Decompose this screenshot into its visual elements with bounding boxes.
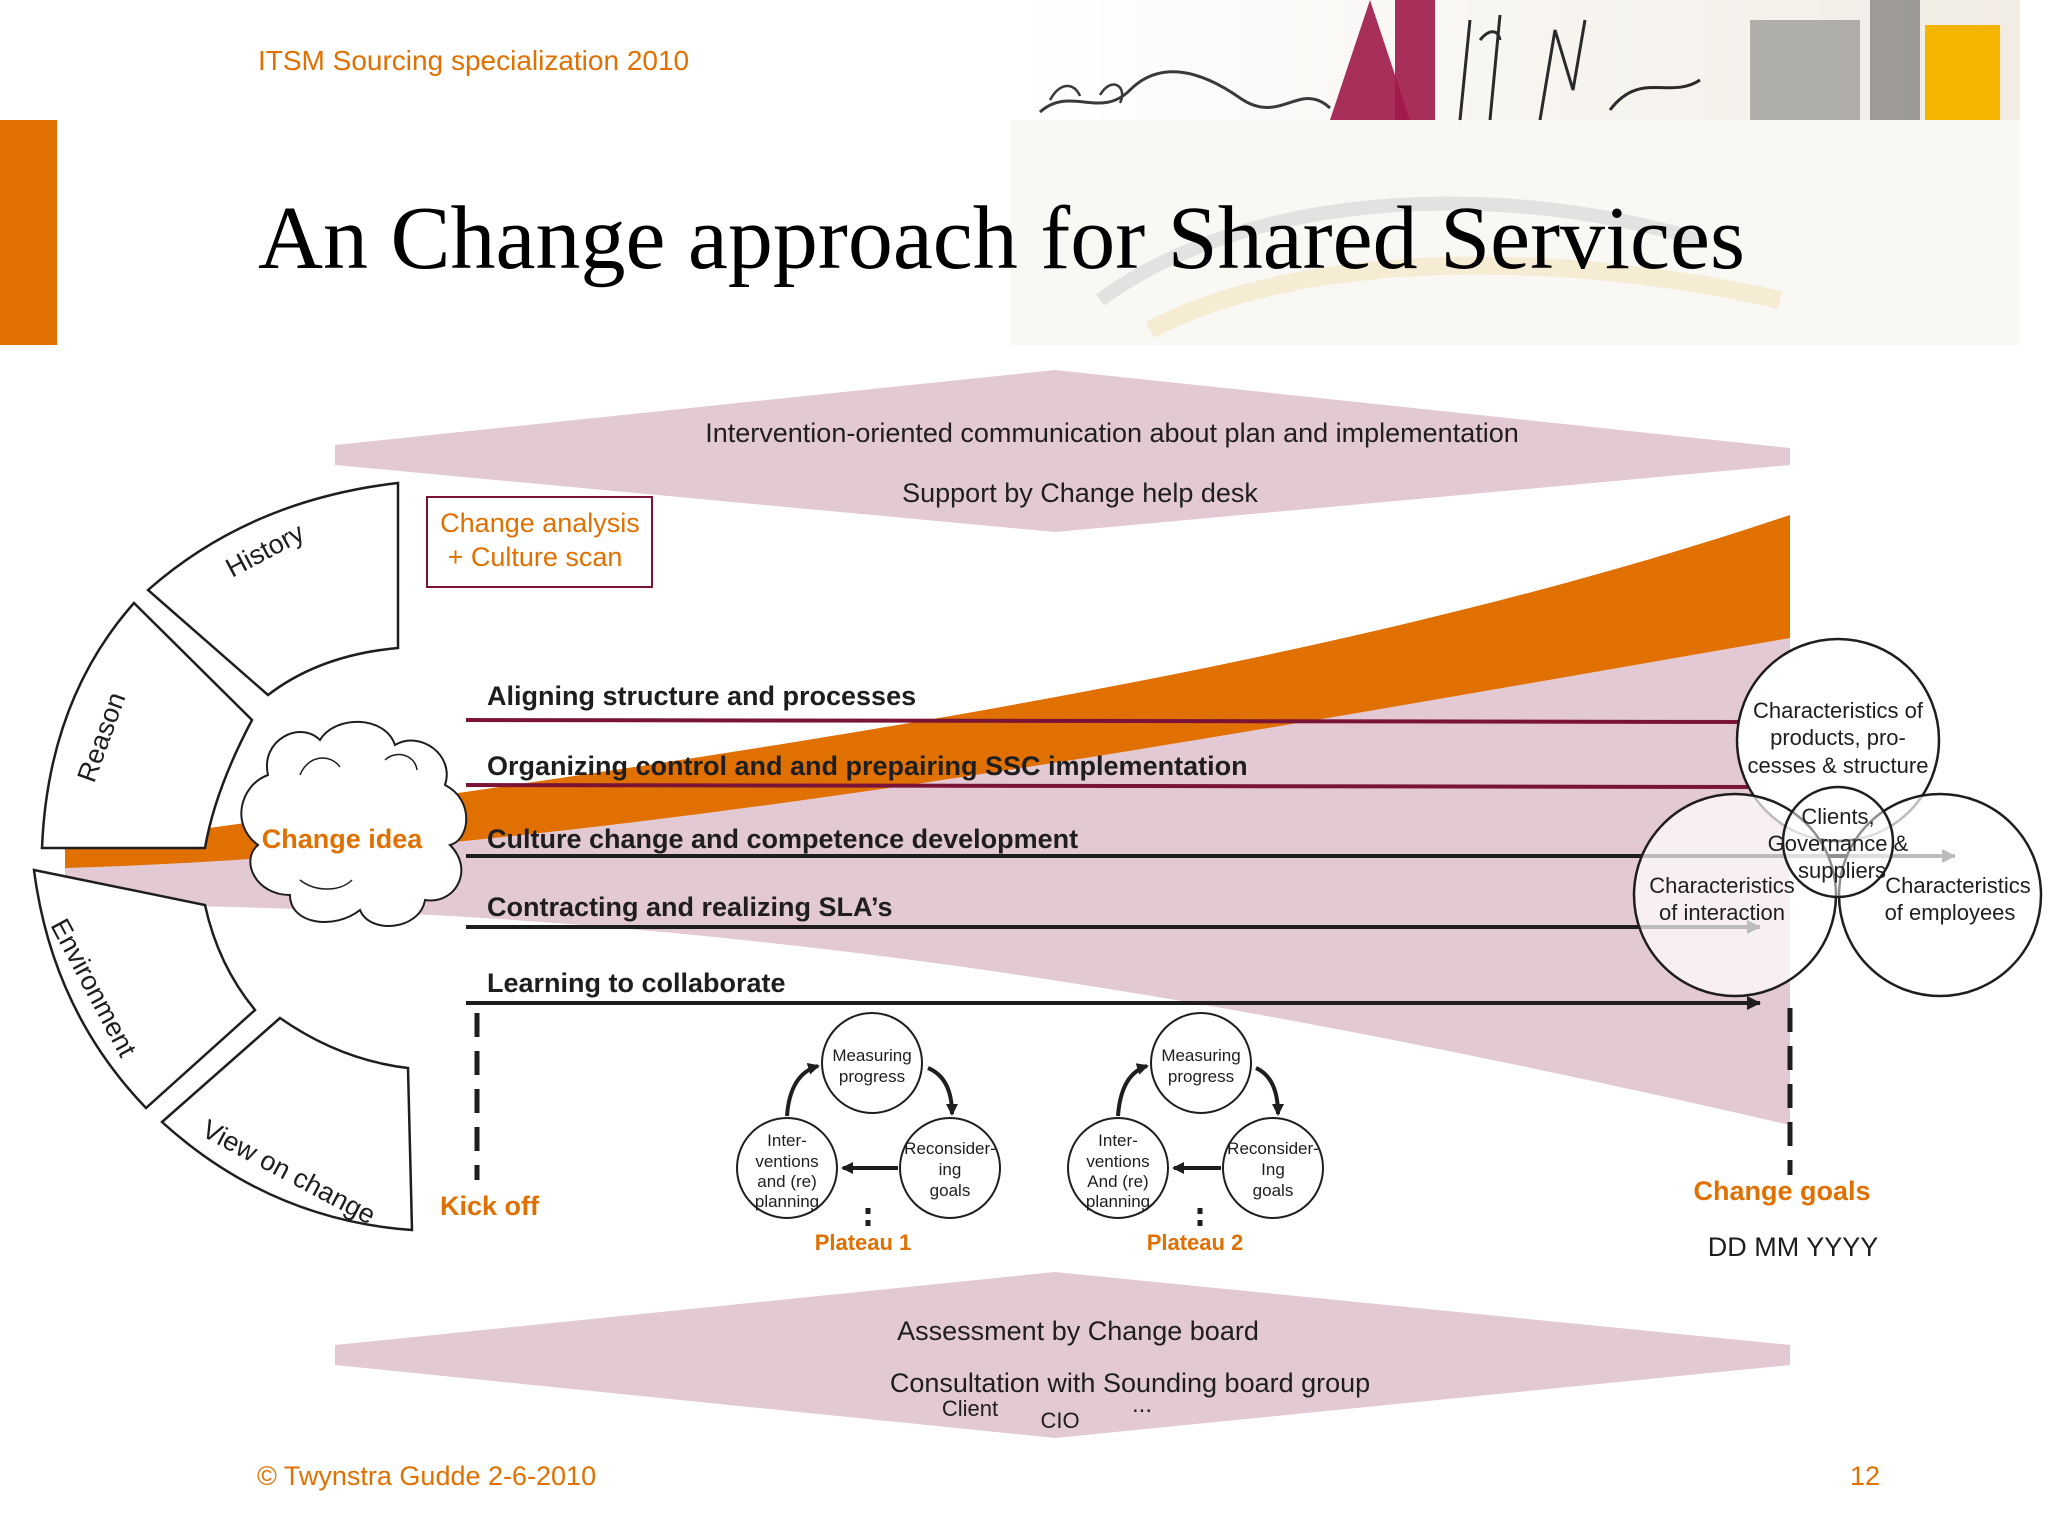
change-streams: Aligning structure and processes Organiz… (465, 681, 1956, 1010)
plateau-2-arrow-top-right (1255, 1066, 1284, 1116)
plateau-2: Measuring progress Reconsider- Ing goals… (1067, 1012, 1324, 1255)
analysis-box: Change analysis + Culture scan (426, 496, 653, 588)
funnel-shapes (65, 515, 1790, 1125)
analysis-box-frame (426, 496, 653, 588)
plateau-2-left-circle (1067, 1117, 1169, 1219)
plateau-2-right-circle (1222, 1117, 1324, 1219)
header: ITSM Sourcing specialization 2010 An Cha… (0, 0, 2020, 345)
footer: © Twynstra Gudde 2-6-2010 12 (257, 1461, 1880, 1491)
plateau-1-left-circle (736, 1117, 838, 1219)
venn-top-line1: Characteristics of (1753, 698, 1924, 723)
plateau-2-left-line4: planning (1086, 1192, 1150, 1211)
orange-wedge (65, 515, 1790, 868)
plateau-2-right-line3: goals (1253, 1181, 1294, 1200)
goals-label: Change goals (1693, 1176, 1870, 1206)
bottom-banner-line2: Consultation with Sounding board group (890, 1368, 1370, 1398)
venn-circle-center (1781, 785, 1895, 899)
sketch-banner-image (1010, 0, 2020, 345)
plateau-1: Measuring progress Reconsider- ing goals… (736, 1012, 1001, 1255)
plateau-2-top-line2: progress (1168, 1067, 1234, 1086)
plateau-1-right-line2: ing (939, 1160, 962, 1179)
venn-left-line1: Characteristics (1649, 873, 1794, 898)
plateau-1-top-circle (821, 1012, 923, 1114)
pink-wedge (65, 620, 1790, 1125)
plateau-1-label: Plateau 1 (815, 1230, 912, 1255)
page-title: An Change approach for Shared Services (258, 189, 1745, 288)
venn-center-line2: Governance & (1768, 831, 1909, 856)
plateau-1-left-line2: ventions (755, 1152, 818, 1171)
venn-center-line3: suppliers (1798, 858, 1886, 883)
footer-page-number: 12 (1850, 1461, 1880, 1491)
venn-top-line3: cesses & structure (1748, 753, 1929, 778)
plateau-2-right-line1: Reconsider- (1227, 1139, 1319, 1158)
arc-segment-view-on-change (160, 1016, 414, 1232)
stream-arrow-aligning (465, 716, 1766, 727)
plateau-2-right-line2: Ing (1261, 1160, 1285, 1179)
top-banner: Intervention-oriented communication abou… (335, 370, 1790, 532)
venn-top-line2: products, pro- (1770, 725, 1906, 750)
stream-label-learning: Learning to collaborate (487, 968, 786, 998)
top-banner-line1: Intervention-oriented communication abou… (705, 418, 1519, 448)
bottom-banner-cio: CIO (1040, 1408, 1079, 1433)
goals-marker: Change goals DD MM YYYY (1693, 1008, 1878, 1262)
venn-center-line1: Clients, (1801, 804, 1874, 829)
plateau-2-top-circle (1150, 1012, 1252, 1114)
plateau-2-arrow-left-top (1116, 1063, 1149, 1117)
plateau-1-top-line1: Measuring (832, 1046, 911, 1065)
stream-label-aligning: Aligning structure and processes (487, 681, 916, 711)
plateau-1-top-line2: progress (839, 1067, 905, 1086)
plateau-1-arrow-left-top (785, 1062, 820, 1117)
kickoff-label: Kick off (440, 1191, 540, 1221)
goals-date: DD MM YYYY (1708, 1232, 1879, 1262)
plateau-2-left-line3: And (re) (1087, 1172, 1148, 1191)
cloud-shape (240, 720, 468, 927)
top-banner-line2: Support by Change help desk (902, 478, 1258, 508)
context-arc: History Reason Environment View on chang… (32, 481, 414, 1232)
stream-label-contracting: Contracting and realizing SLA’s (487, 892, 893, 922)
orange-side-bar (0, 120, 57, 345)
plateau-2-label: Plateau 2 (1147, 1230, 1244, 1255)
plateau-1-right-line1: Reconsider- (904, 1139, 996, 1158)
arc-segment-history (146, 481, 400, 697)
stream-label-organizing: Organizing control and and prepairing SS… (487, 751, 1248, 781)
change-idea-cloud: Change idea (240, 720, 468, 927)
venn-left-line2: of interaction (1659, 900, 1785, 925)
footer-copyright: © Twynstra Gudde 2-6-2010 (257, 1461, 596, 1491)
analysis-line1: Change analysis (440, 508, 640, 538)
plateau-1-left-line3: and (re) (757, 1172, 817, 1191)
plateau-1-left-line4: planning (755, 1192, 819, 1211)
plateau-1-left-line1: Inter- (767, 1131, 807, 1150)
arc-segment-environment (32, 868, 257, 1110)
plateau-1-right-circle (899, 1117, 1001, 1219)
bottom-banner-more: ... (1132, 1391, 1152, 1418)
plateau-1-right-line3: goals (930, 1181, 971, 1200)
venn-right-line1: Characteristics (1885, 873, 2030, 898)
plateau-2-left-line1: Inter- (1098, 1131, 1138, 1150)
bottom-banner-client: Client (942, 1396, 998, 1421)
plateau-2-left-line2: ventions (1086, 1152, 1149, 1171)
goals-venn: Characteristics of products, pro- cesses… (1632, 637, 2043, 998)
plateau-1-arrow-top-right (927, 1066, 958, 1116)
stream-arrow-organizing (465, 781, 1766, 792)
stream-label-culture: Culture change and competence developmen… (487, 824, 1078, 854)
bottom-banner: Assessment by Change board Consultation … (335, 1272, 1790, 1438)
kickoff-marker: Kick off (440, 1013, 540, 1221)
cloud-label: Change idea (262, 824, 424, 854)
bottom-banner-shape (335, 1272, 1790, 1438)
top-banner-shape (335, 370, 1790, 532)
plateau-2-top-line1: Measuring (1161, 1046, 1240, 1065)
bottom-banner-line1: Assessment by Change board (897, 1316, 1259, 1346)
arc-segment-reason (40, 601, 254, 850)
course-label: ITSM Sourcing specialization 2010 (258, 45, 689, 76)
analysis-line2: + Culture scan (448, 542, 623, 572)
venn-right-line2: of employees (1885, 900, 2016, 925)
